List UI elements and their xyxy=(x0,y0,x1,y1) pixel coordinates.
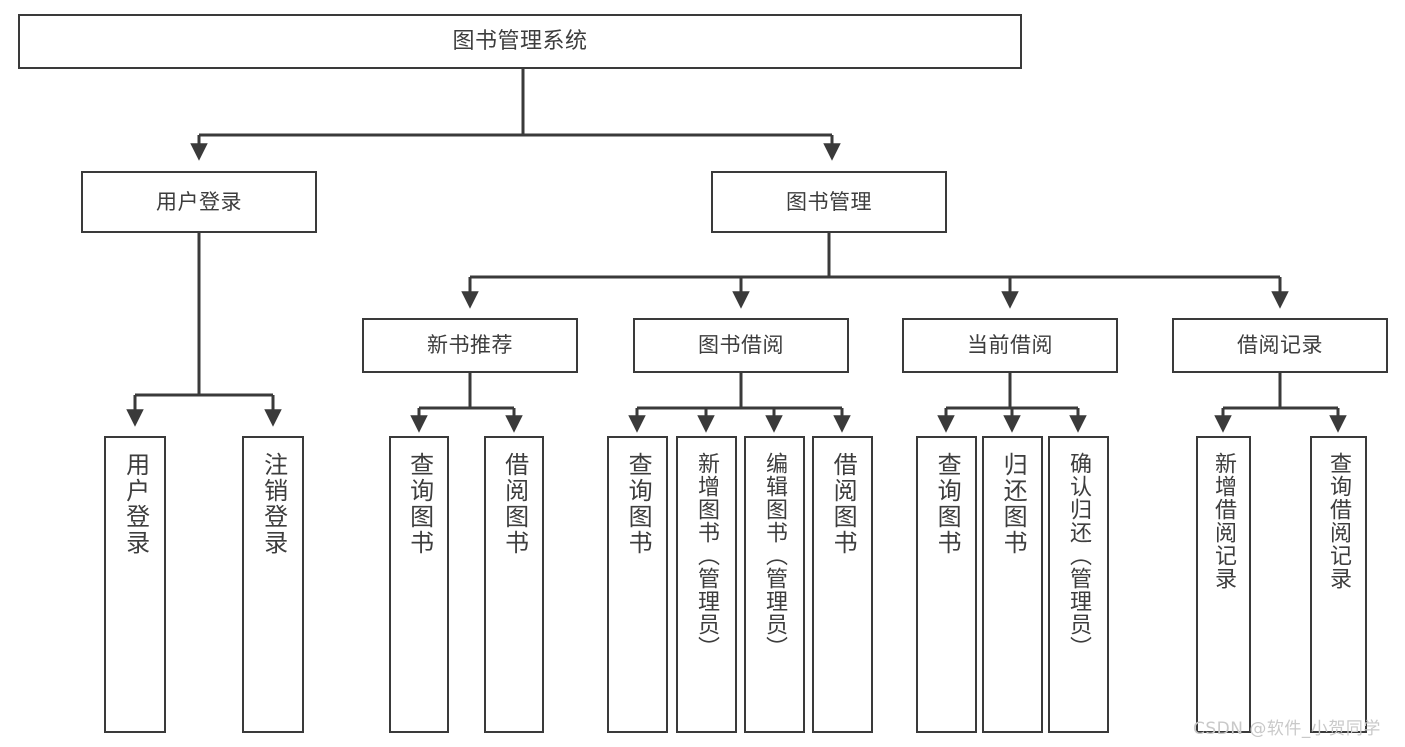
leaf-query-book-recommend[interactable]: 查询图书 xyxy=(389,436,449,733)
node-new-book-recommend[interactable]: 新书推荐 xyxy=(362,318,578,373)
node-label: 查询图书 xyxy=(933,452,962,556)
node-label: 新增借阅记录 xyxy=(1211,452,1237,590)
leaf-add-book-admin[interactable]: 新增图书（管理员） xyxy=(676,436,737,733)
leaf-borrow-book-recommend[interactable]: 借阅图书 xyxy=(484,436,544,733)
node-current-borrow[interactable]: 当前借阅 xyxy=(902,318,1118,373)
node-label: 查询借阅记录 xyxy=(1326,452,1352,590)
node-user-login[interactable]: 用户登录 xyxy=(81,171,317,233)
leaf-add-borrow-record[interactable]: 新增借阅记录 xyxy=(1196,436,1251,733)
csdn-watermark: CSDN @软件_小贺同学 xyxy=(1193,719,1381,739)
leaf-query-book-borrow[interactable]: 查询图书 xyxy=(607,436,668,733)
node-label: 注销登录 xyxy=(259,452,288,556)
node-label: 归还图书 xyxy=(999,452,1028,556)
node-label: 新增图书（管理员） xyxy=(694,452,720,659)
node-label: 图书管理系统 xyxy=(452,28,588,54)
leaf-logout[interactable]: 注销登录 xyxy=(242,436,304,733)
node-label: 图书管理 xyxy=(786,189,872,214)
leaf-edit-book-admin[interactable]: 编辑图书（管理员） xyxy=(744,436,805,733)
node-label: 图书借阅 xyxy=(698,333,784,358)
node-label: 查询图书 xyxy=(405,452,434,556)
node-label: 当前借阅 xyxy=(967,333,1053,358)
node-label: 查询图书 xyxy=(624,452,653,556)
node-root-library-system[interactable]: 图书管理系统 xyxy=(18,14,1022,69)
node-book-borrow[interactable]: 图书借阅 xyxy=(633,318,849,373)
leaf-query-borrow-record[interactable]: 查询借阅记录 xyxy=(1310,436,1367,733)
node-book-management[interactable]: 图书管理 xyxy=(711,171,947,233)
node-label: 借阅图书 xyxy=(829,452,858,556)
node-label: 新书推荐 xyxy=(427,333,513,358)
node-label: 确认归还（管理员） xyxy=(1066,452,1092,659)
node-label: 借阅图书 xyxy=(500,452,529,556)
leaf-user-login[interactable]: 用户登录 xyxy=(104,436,166,733)
node-label: 用户登录 xyxy=(121,452,150,556)
node-borrow-record[interactable]: 借阅记录 xyxy=(1172,318,1388,373)
leaf-borrow-book[interactable]: 借阅图书 xyxy=(812,436,873,733)
leaf-return-book[interactable]: 归还图书 xyxy=(982,436,1043,733)
leaf-confirm-return-admin[interactable]: 确认归还（管理员） xyxy=(1048,436,1109,733)
leaf-query-book-current[interactable]: 查询图书 xyxy=(916,436,977,733)
node-label: 编辑图书（管理员） xyxy=(762,452,788,659)
node-label: 用户登录 xyxy=(156,189,242,214)
node-label: 借阅记录 xyxy=(1237,333,1323,358)
